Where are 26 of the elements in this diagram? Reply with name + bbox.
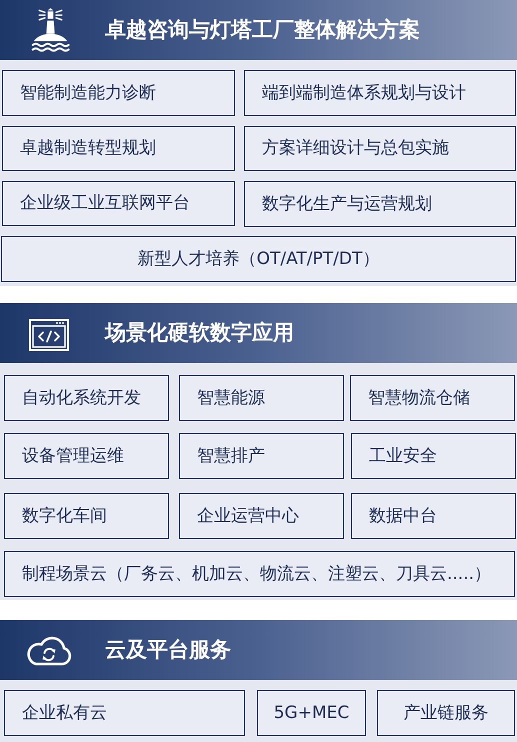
capability-card: 自动化系统开发 [4,375,169,421]
capability-card: 制程场景云（厂务云、机加云、物流云、注塑云、刀具云.....） [4,551,515,597]
capability-card: 数字化车间 [4,493,169,539]
capability-card: 智慧排产 [179,433,344,479]
section-title: 云及平台服务 [105,637,231,663]
capability-card: 产业链服务 [377,690,515,736]
section-panel [0,620,517,742]
capability-card: 端到端制造体系规划与设计 [244,70,516,116]
capability-card: 工业安全 [351,433,516,479]
capability-card: 企业运营中心 [179,493,344,539]
capability-card: 企业私有云 [4,690,245,736]
section-title: 场景化硬软数字应用 [105,320,294,346]
capability-card: 智能制造能力诊断 [2,70,235,116]
capability-card: 方案详细设计与总包实施 [244,126,516,171]
capability-card: 设备管理运维 [4,433,169,479]
capability-card: 数据中台 [351,493,516,539]
capability-card: 智慧物流仓储 [350,375,515,421]
capability-card: 企业级工业互联网平台 [2,181,235,226]
section-title: 卓越咨询与灯塔工厂整体解决方案 [105,17,420,43]
capability-card: 5G+MEC [257,690,366,736]
capability-card: 数字化生产与运营规划 [244,181,516,227]
section-panel [0,0,517,286]
capability-card: 智慧能源 [179,375,344,421]
capability-card: 卓越制造转型规划 [2,126,235,171]
capability-card: 新型人才培养（OT/AT/PT/DT） [1,236,516,282]
section-panel [0,303,517,600]
